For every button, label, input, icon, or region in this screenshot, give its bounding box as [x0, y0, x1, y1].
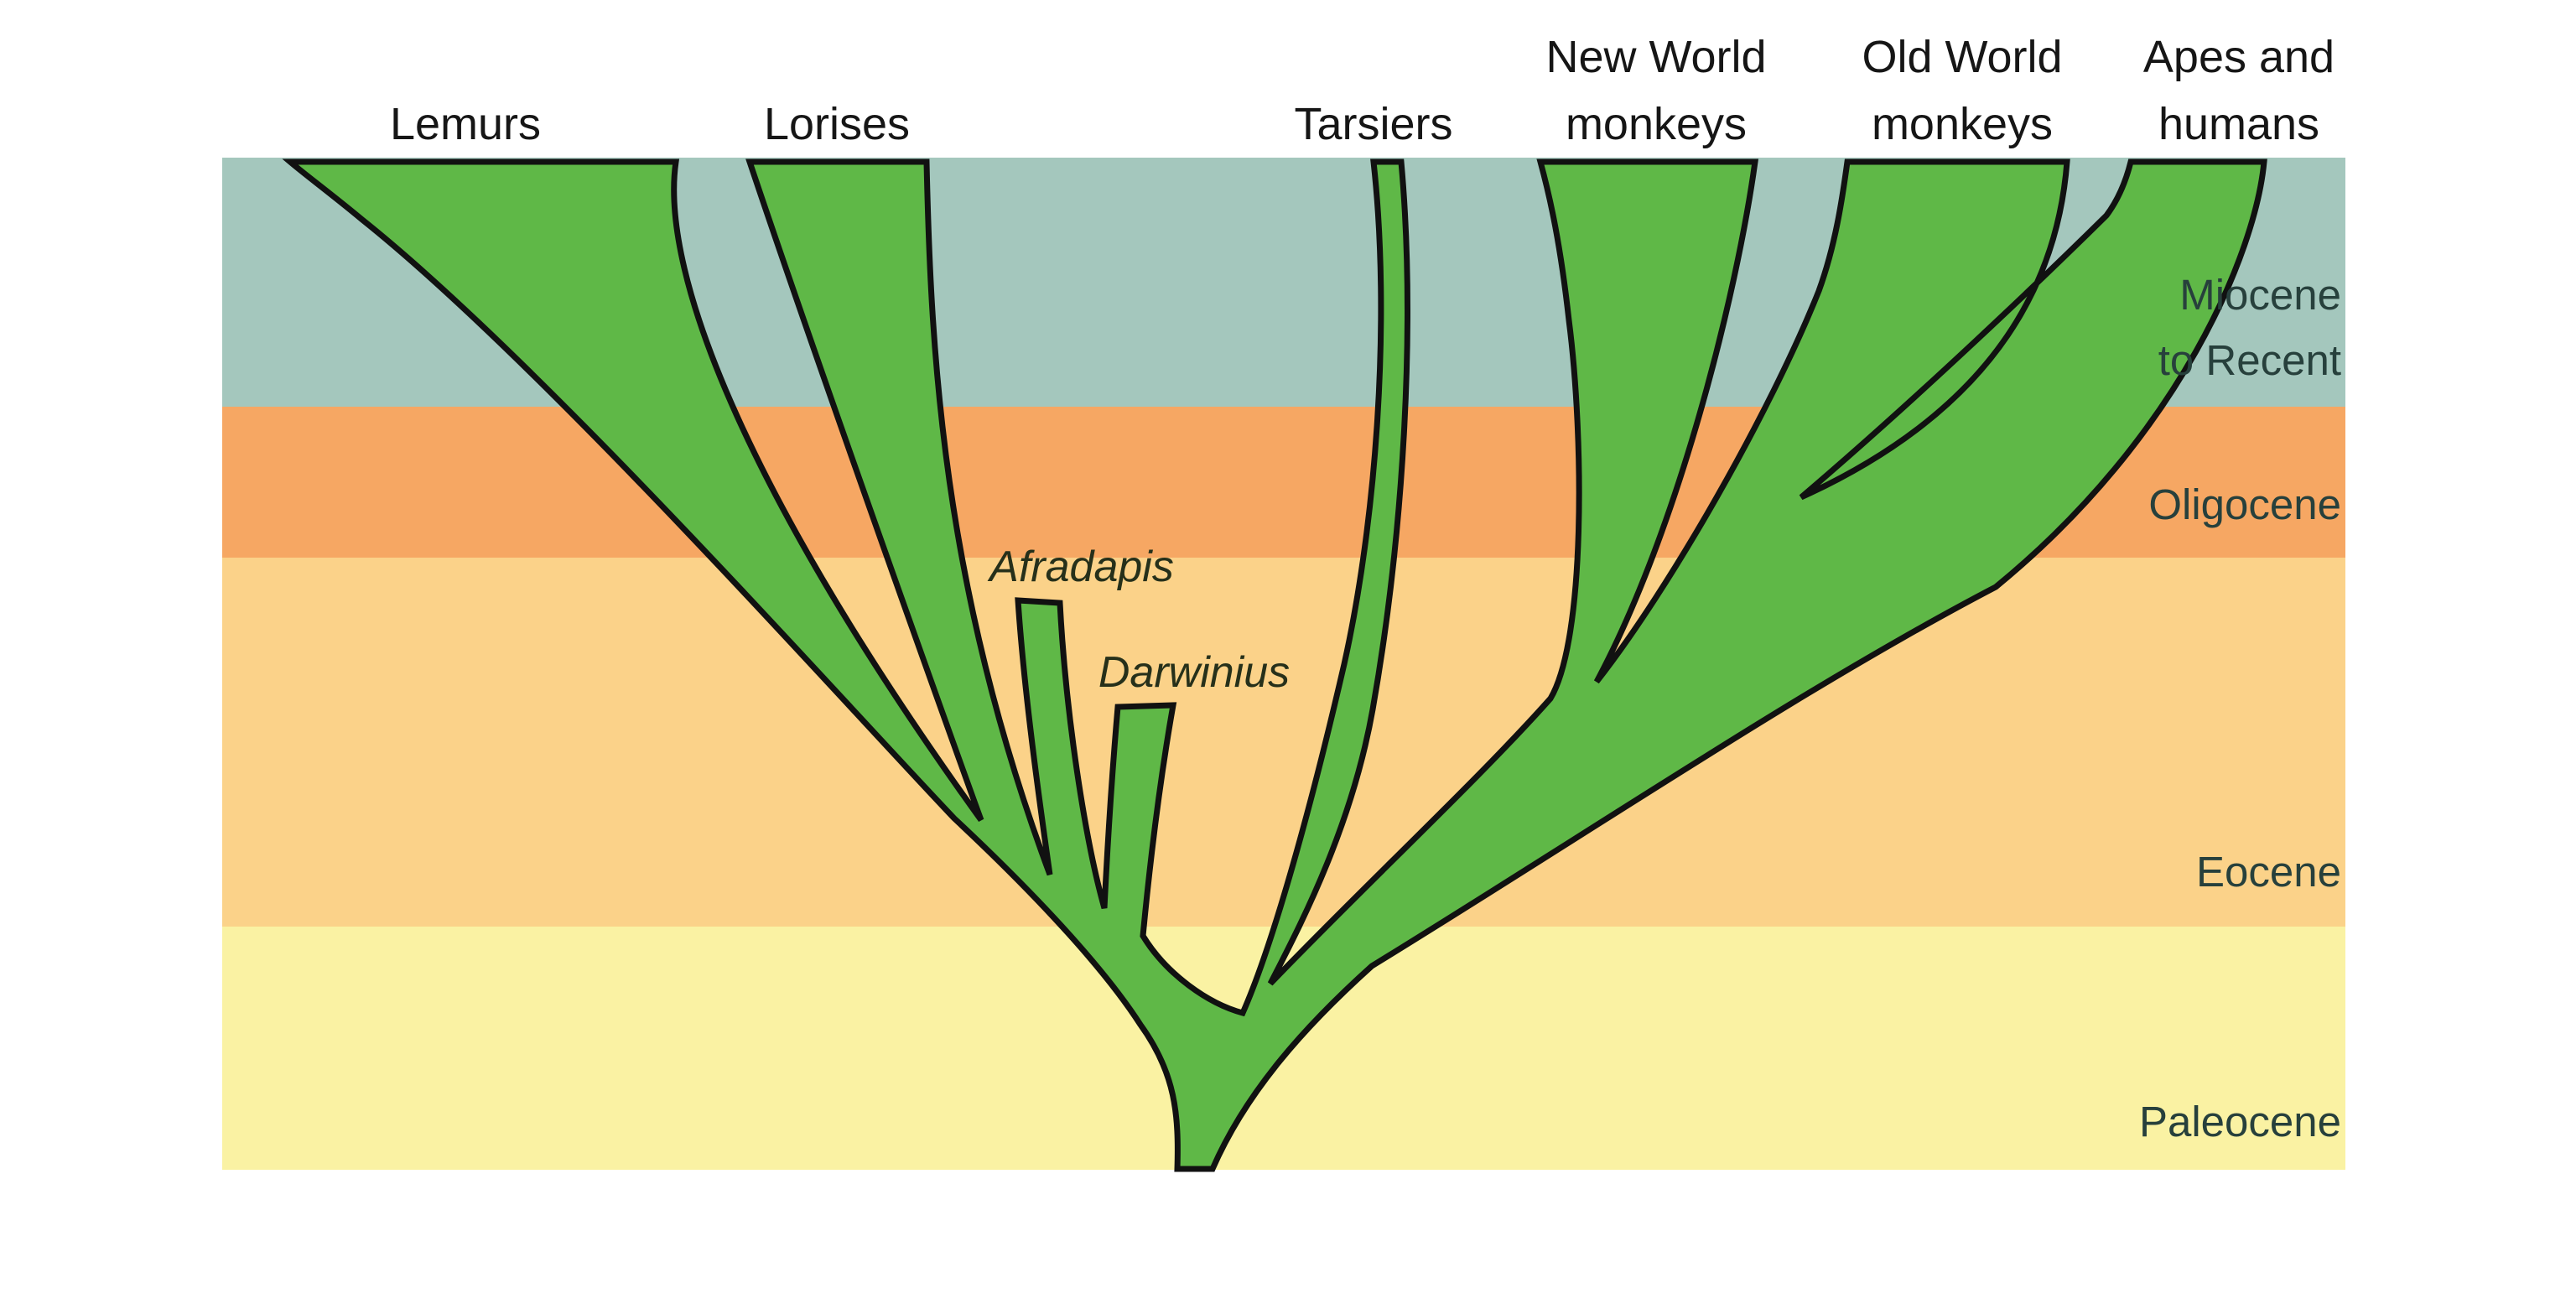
era-label-paleocene: Paleocene	[2138, 1098, 2341, 1145]
taxon-label-old-world-monkeys: Old World monkeys	[1862, 23, 2062, 158]
tree-branches-shape	[282, 158, 2267, 1172]
taxon-label-line: Apes and	[2142, 32, 2335, 82]
taxon-label-tarsiers: Tarsiers	[1294, 99, 1453, 149]
taxon-label-line: humans	[2158, 99, 2320, 149]
era-label-eocene: Eocene	[2196, 848, 2341, 896]
fossil-label-darwinius: Darwinius	[1098, 648, 1291, 697]
taxon-label-new-world-monkeys: New World monkeys	[1545, 23, 1766, 158]
taxon-label-line: Old World	[1862, 32, 2063, 82]
era-label-oligocene: Oligocene	[2148, 480, 2341, 528]
taxon-label-line: monkeys	[1871, 99, 2054, 149]
fossil-label-afradapis: Afradapis	[989, 543, 1174, 591]
eocene-band	[222, 558, 2345, 927]
taxon-label-line: monkeys	[1565, 99, 1748, 149]
era-label-miocene-to-recent: Miocene to Recent	[2158, 262, 2341, 393]
taxon-label-lemurs: Lemurs	[389, 99, 542, 149]
taxon-label-lorises: Lorises	[763, 99, 911, 149]
taxon-label-apes-and-humans: Apes and humans	[2143, 23, 2334, 158]
era-label-line: Miocene	[2179, 271, 2341, 319]
taxon-label-line: New World	[1545, 32, 1767, 82]
era-label-line: to Recent	[2158, 336, 2341, 384]
